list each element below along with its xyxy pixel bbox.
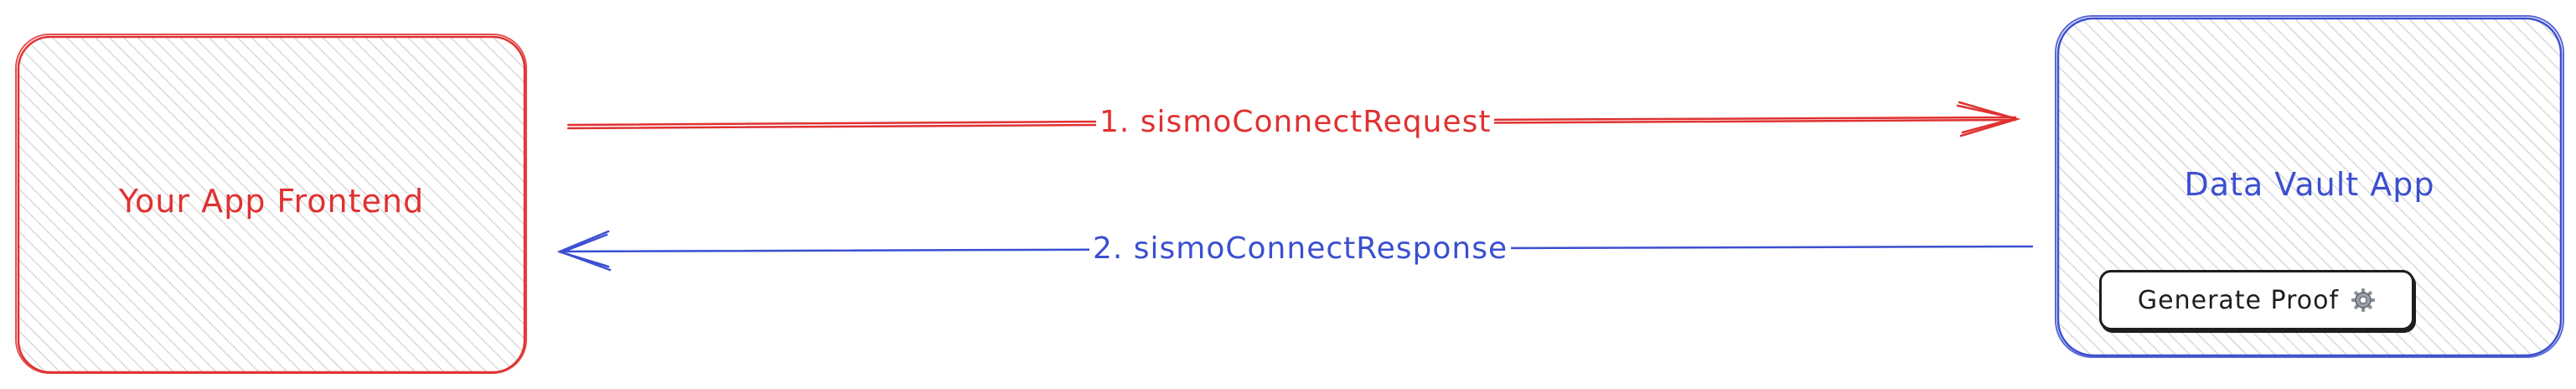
frontend-label: Your App Frontend bbox=[118, 183, 425, 220]
response-label: 2. sismoConnectResponse bbox=[1089, 231, 1512, 267]
vault-label: Data Vault App bbox=[2184, 166, 2435, 203]
gear-icon bbox=[2351, 288, 2376, 312]
generate-proof-button[interactable]: Generate Proof bbox=[2099, 270, 2414, 330]
generate-proof-label: Generate Proof bbox=[2137, 285, 2340, 315]
request-label: 1. sismoConnectRequest bbox=[1096, 104, 1495, 141]
frontend-box bbox=[15, 34, 527, 374]
